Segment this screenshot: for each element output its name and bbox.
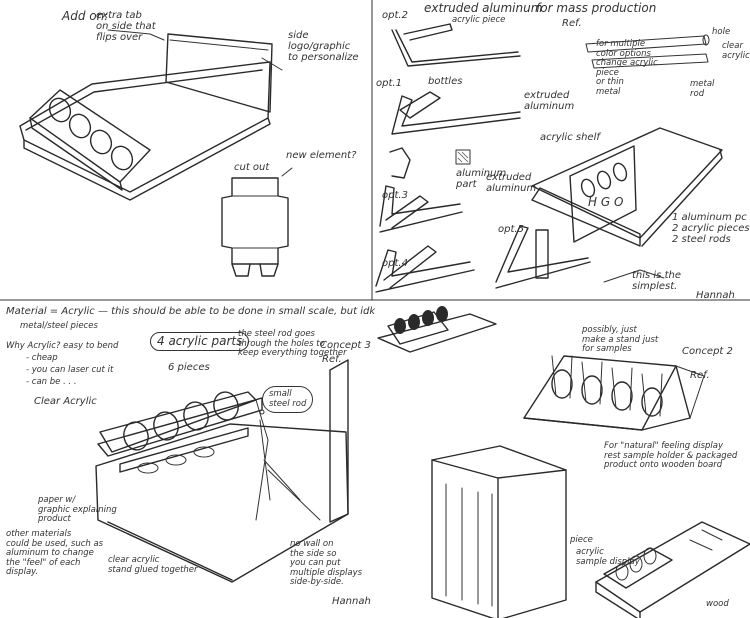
side-logo-note: side logo/graphic to personalize <box>288 30 359 63</box>
acrylic-shelf-label: acrylic shelf <box>540 132 600 143</box>
extruded-aluminum-top: extruded aluminum <box>424 1 543 15</box>
cutout-sketch <box>221 167 293 277</box>
steel-rod-note: the steel rod goes through the holes to … <box>238 329 347 358</box>
stand-glued-note: clear acrylic stand glued together <box>108 555 198 575</box>
clear-acrylic-note: Clear Acrylic <box>34 396 97 407</box>
ref-label-bl: Ref. <box>322 354 342 365</box>
opt4-label: opt.4 <box>382 258 408 269</box>
four-parts-note: 4 acrylic parts <box>150 332 250 351</box>
ref-label: Ref. <box>562 18 582 29</box>
natural-note: For "natural" feeling display rest sampl… <box>604 441 738 470</box>
concept2-sketch <box>377 306 750 618</box>
no-wall-note: no wall on the side so you can put multi… <box>290 539 363 587</box>
can-be-note: - can be . . . <box>26 377 77 387</box>
simplest-note: this is the simplest. <box>632 270 682 292</box>
opt3-label: opt.3 <box>382 190 408 201</box>
ref-label-br: Ref. <box>690 370 710 381</box>
opt5-label: opt.5 <box>498 224 524 235</box>
new-element-label: new element? <box>286 150 357 161</box>
piece-label: piece <box>570 535 593 545</box>
addon-label: Add on: <box>62 9 109 23</box>
hgo-letters: H G O <box>588 195 624 209</box>
small-steel-rod-note: small steel rod <box>262 386 314 413</box>
metal-rod-label: metal rod <box>690 79 715 99</box>
bottles-note: bottles <box>428 76 463 87</box>
extra-tab-note: extra tab on side that flips over <box>96 10 156 43</box>
multiple-options-note: for multiple color options change acryli… <box>596 39 658 97</box>
cut-out-label: cut out <box>234 162 270 173</box>
wood-label: wood <box>706 599 729 609</box>
concept3-sketch <box>95 359 349 583</box>
aluminum-part-label: aluminum part <box>456 168 507 190</box>
parts-list: 1 aluminum pc 2 acrylic pieces 2 steel r… <box>672 212 750 245</box>
concept3-label: Concept 3 <box>320 340 371 351</box>
other-materials-note: other materials could be used, such as a… <box>6 529 104 577</box>
options-sketches <box>375 23 723 293</box>
opt2-label: opt.2 <box>382 10 408 21</box>
tray-sketch <box>19 29 283 201</box>
signature-bottom: Hannah <box>332 596 371 607</box>
possibly-note: possibly, just make a stand just for sam… <box>582 325 659 354</box>
acrylic-piece-note: acrylic piece <box>452 15 506 25</box>
paper-graphic-note: paper w/ graphic explaining product <box>38 495 117 524</box>
six-pieces-note: 6 pieces <box>168 362 210 373</box>
metal-steel-note: metal/steel pieces <box>20 321 98 331</box>
extruded-aluminum-mid: extruded aluminum <box>524 90 575 112</box>
signature-top: Hannah <box>696 290 735 301</box>
laser-note: - you can laser cut it <box>26 365 114 375</box>
hole-label: hole <box>712 27 731 37</box>
acrylic-sample-note: acrylic sample display <box>576 547 640 567</box>
opt1-label: opt.1 <box>376 78 402 89</box>
concept2-label: Concept 2 <box>682 346 733 357</box>
mass-production-note: for mass production <box>536 1 657 15</box>
cheap-note: - cheap <box>26 353 58 363</box>
clear-acrylic-label: clear acrylic <box>722 41 750 61</box>
material-note: Material = Acrylic — this should be able… <box>6 306 376 317</box>
extruded-aluminum-vertical: extruded aluminum <box>486 172 537 194</box>
why-acrylic-note: Why Acrylic? easy to bend <box>6 341 119 351</box>
